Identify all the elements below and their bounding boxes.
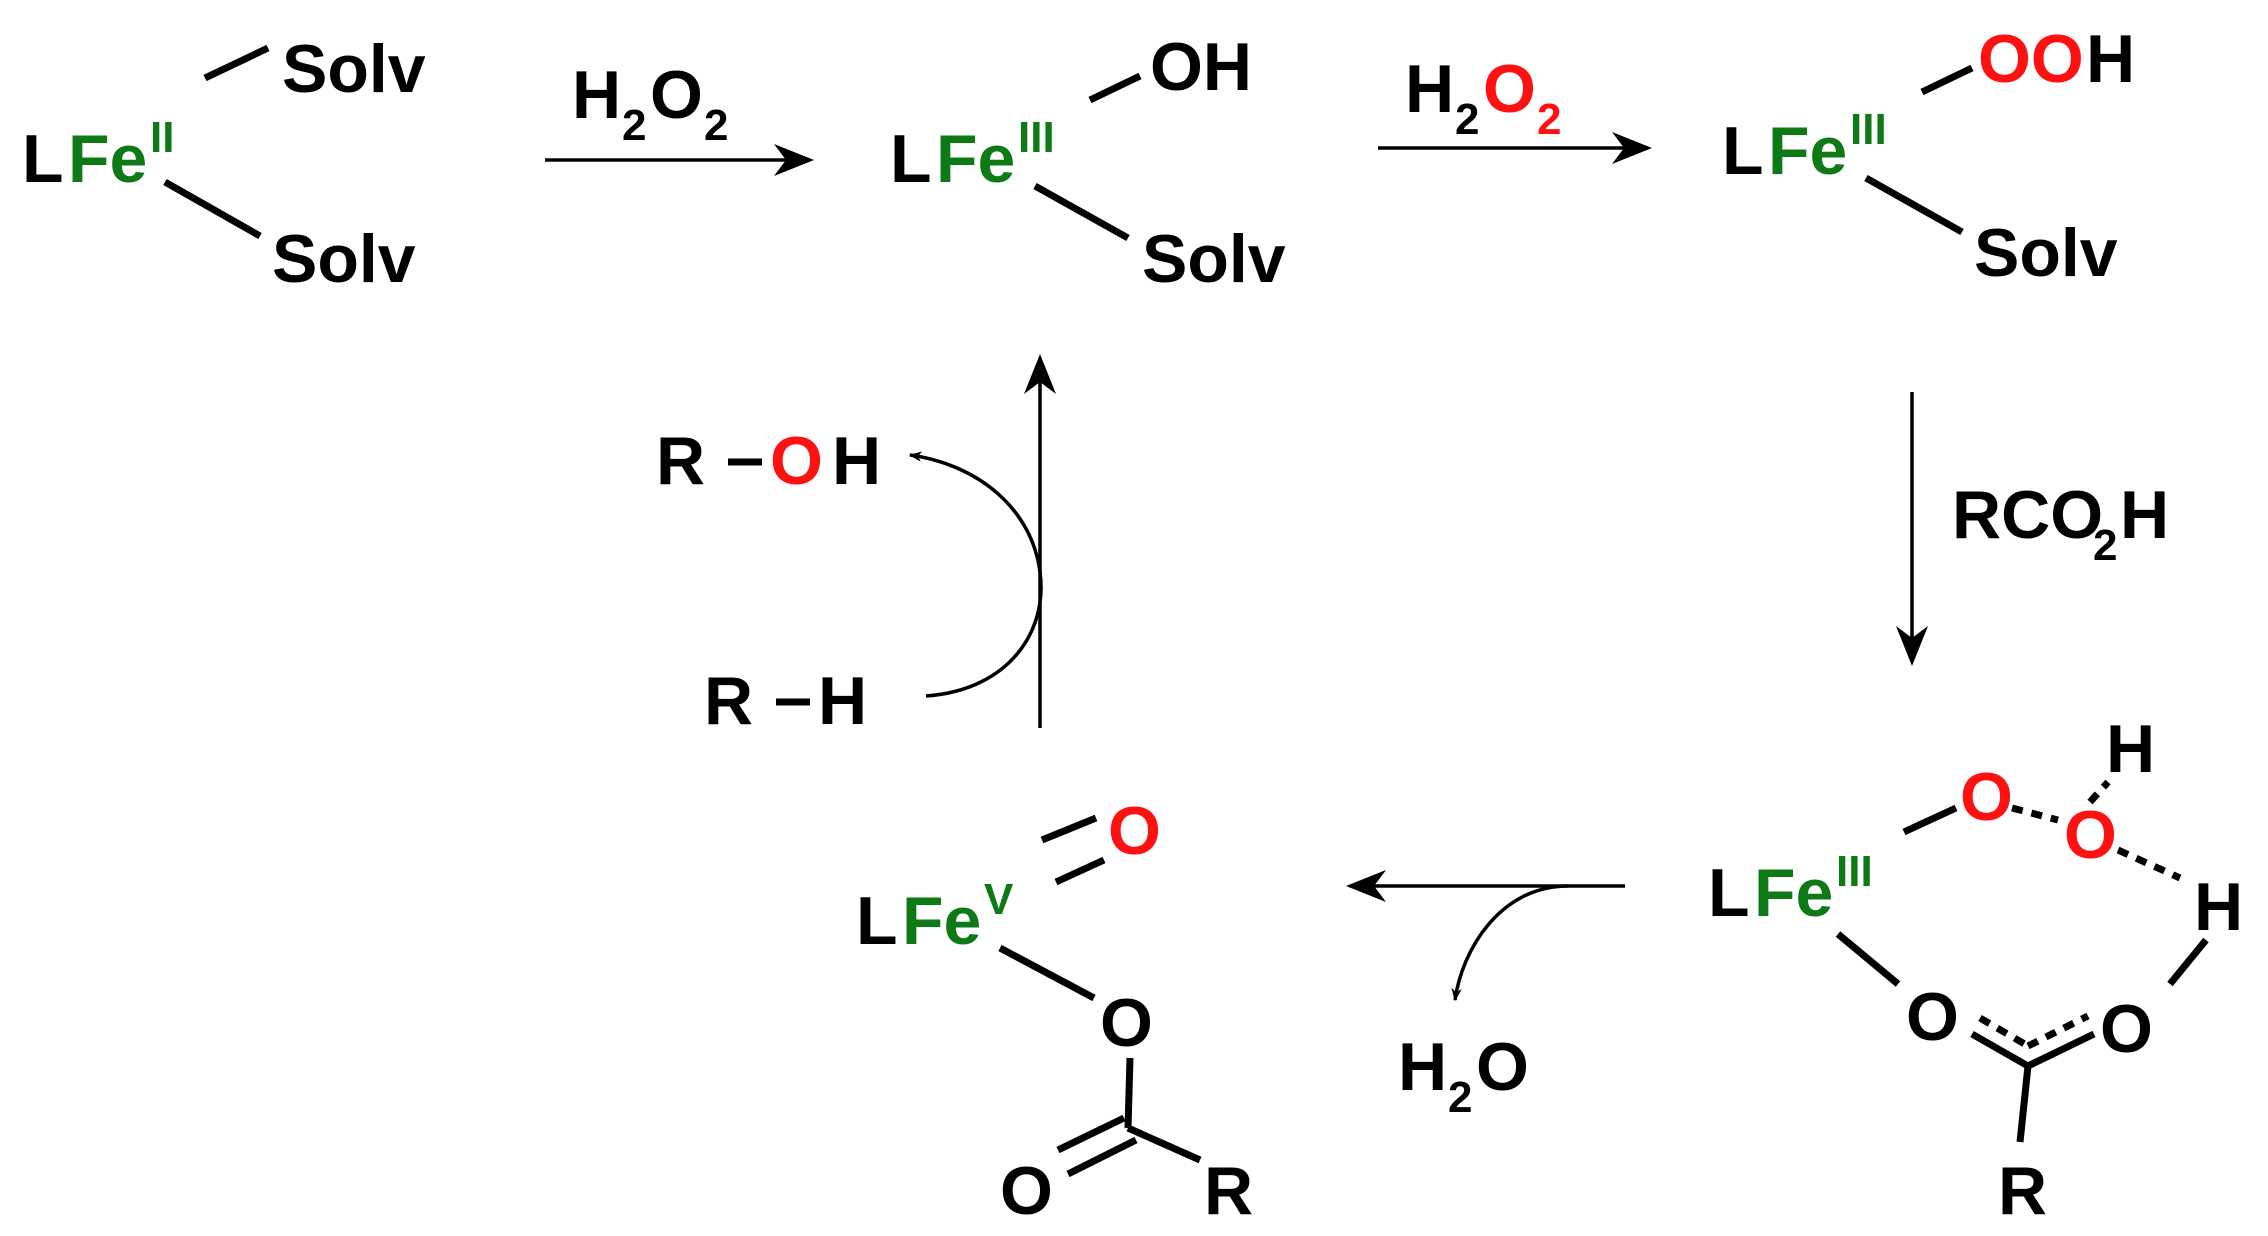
adduct-ligand-L: L — [1708, 855, 1750, 931]
fe3oh-bond-top — [1088, 72, 1142, 104]
adduct-bond-fe-o1 — [1902, 804, 1958, 836]
fe2-oxidation-state: II — [150, 113, 174, 162]
fe5-R: R — [1204, 1153, 1253, 1229]
adduct-oxygen-2: O — [2064, 797, 2117, 873]
fe3ooh-solv: Solv — [1974, 215, 2118, 291]
water-O: O — [1476, 1029, 1529, 1105]
adduct-bond-c-oc2 — [2026, 1030, 2096, 1070]
adduct-bond-oc1-c — [1970, 1030, 2030, 1070]
substrate-R: R — [704, 663, 753, 739]
h2o2-first-O: O — [650, 57, 703, 133]
fe5-oxo-bond-b — [1054, 856, 1106, 886]
fe2-bond-top — [203, 44, 270, 82]
adduct-carboxylate-oxygen-1: O — [1906, 979, 1959, 1055]
adduct-delocalized-1 — [1978, 1014, 2030, 1050]
water-H: H — [1398, 1029, 1447, 1105]
arrow-carboxylic-acid: RCO 2 H — [1896, 392, 2169, 666]
h2o2-first-sub-o: 2 — [704, 101, 728, 150]
fe5-ligand-L: L — [856, 883, 898, 959]
fe5-bond-o-c — [1124, 1057, 1134, 1129]
fe3oh-iron: Fe — [936, 121, 1015, 197]
fe5-carbonyl-bond-b — [1066, 1136, 1138, 1178]
adduct-iron: Fe — [1754, 855, 1833, 931]
substrate-H: H — [818, 663, 867, 739]
fe5-bond-fe-o — [998, 944, 1096, 1002]
fe5-ester-oxygen: O — [1100, 985, 1153, 1061]
fe3ooh-ligand-L: L — [1722, 113, 1764, 189]
fe5-carbonyl-oxygen: O — [1000, 1153, 1053, 1229]
fe5-oxo-bond-a — [1040, 814, 1098, 844]
adduct-bond-o2-h1 — [2087, 779, 2111, 805]
fe3ooh-oxidation-state: III — [1850, 105, 1887, 154]
adduct-carboxylate-oxygen-2: O — [2100, 991, 2153, 1067]
fe3-hydroxo-complex: L Fe III OH Solv — [890, 29, 1286, 297]
fe5-carbonyl-bond-a — [1056, 1114, 1126, 1154]
fe5-iron: Fe — [902, 883, 981, 959]
fe5-oxidation-state: V — [984, 875, 1014, 924]
product-H: H — [832, 423, 881, 499]
fe3-acid-adduct: L Fe III O O H H O O R — [1708, 711, 2243, 1229]
fe3oh-hydroxo: OH — [1150, 29, 1252, 105]
adduct-hydrogen-1: H — [2106, 711, 2155, 787]
adduct-bond-h2-oc2 — [2167, 937, 2209, 987]
product-R: R — [656, 423, 705, 499]
fe3ooh-peroxo-hydrogen: H — [2086, 21, 2135, 97]
fe3ooh-peroxo-oxygens: OO — [1978, 21, 2084, 97]
adduct-bond-c-r — [2016, 1065, 2032, 1143]
acid-sub: 2 — [2093, 521, 2117, 570]
h2o2-second-O: O — [1483, 51, 1536, 127]
arrow-hydroxylation: R O H R H — [656, 354, 1056, 739]
water-release-curved-arrow — [1451, 884, 1569, 1002]
fe3-hydroperoxo-complex: L Fe III OO H Solv — [1722, 21, 2135, 291]
fe5-oxo-complex: L Fe V O O O R — [856, 793, 1253, 1229]
h2o2-second-sub-o: 2 — [1537, 95, 1561, 144]
fe2-ligand-L: L — [22, 121, 64, 197]
adduct-hydrogen-2: H — [2194, 869, 2243, 945]
adduct-oxygen-1: O — [1960, 759, 2013, 835]
adduct-R: R — [1998, 1153, 2047, 1229]
fe2-solv-bottom: Solv — [272, 221, 416, 297]
adduct-bond-fe-oc1 — [1835, 931, 1901, 987]
adduct-bond-o1-o2 — [2011, 804, 2059, 824]
fe3ooh-bond-top — [1920, 64, 1974, 96]
fe3oh-bond-bottom — [1033, 182, 1130, 242]
arrow-water-loss: H 2 O — [1346, 870, 1625, 1122]
product-O: O — [770, 423, 823, 499]
h2o2-first-H: H — [572, 57, 621, 133]
fe3oh-ligand-L: L — [890, 121, 932, 197]
h2o2-second-H: H — [1405, 51, 1454, 127]
arrow-h2o2-second: H 2 O 2 — [1378, 51, 1652, 164]
fe3ooh-iron: Fe — [1768, 113, 1847, 189]
fe2-iron: Fe — [68, 121, 147, 197]
fe3ooh-bond-bottom — [1864, 174, 1964, 236]
fe2-solv-top: Solv — [282, 31, 426, 107]
fe3oh-solv: Solv — [1142, 221, 1286, 297]
fe2-bond-bottom — [163, 178, 262, 240]
adduct-oxidation-state: III — [1836, 847, 1873, 896]
arrow-h2o2-first: H 2 O 2 — [545, 57, 814, 176]
acid-RCO: RCO — [1952, 477, 2103, 553]
h2o2-first-sub-h: 2 — [622, 101, 646, 150]
fe5-oxo: O — [1108, 793, 1161, 869]
h2o2-second-sub-h: 2 — [1455, 95, 1479, 144]
fe5-bond-c-r — [1126, 1124, 1202, 1164]
substrate-curved-arrow — [908, 451, 1043, 698]
adduct-hbond-o2-h2 — [2116, 846, 2182, 882]
acid-H: H — [2120, 477, 2169, 553]
fe2-solvento-complex: L Fe II Solv Solv — [22, 31, 426, 297]
fe3oh-oxidation-state: III — [1018, 113, 1055, 162]
water-sub: 2 — [1448, 1073, 1472, 1122]
